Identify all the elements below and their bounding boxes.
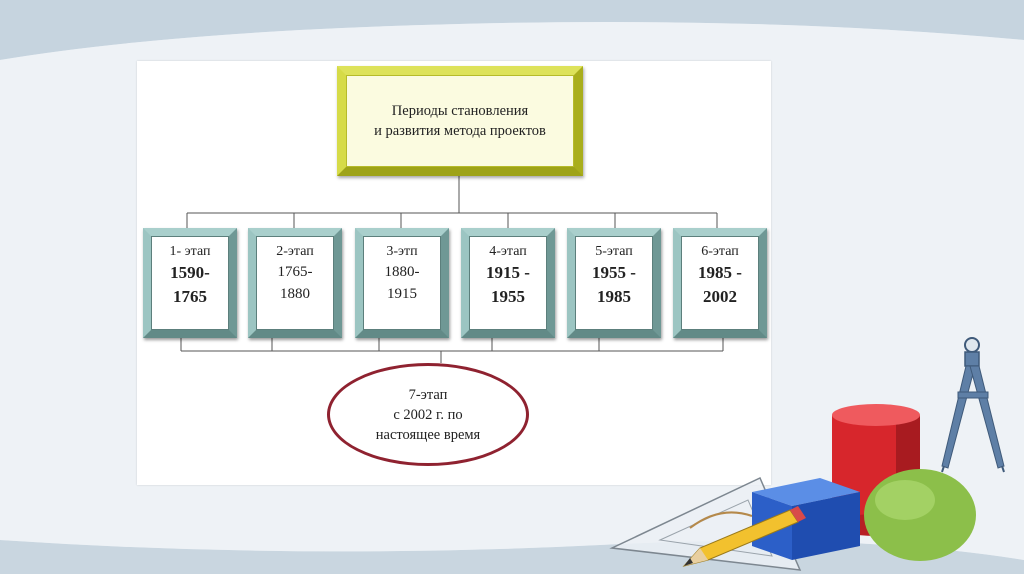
final-stage-line-1: 7-этап xyxy=(409,385,448,405)
final-stage-oval: 7-этап с 2002 г. по настоящее время xyxy=(327,363,529,466)
stage-years-end: 1915 xyxy=(364,283,440,305)
stage-name: 6-этап xyxy=(682,243,758,261)
stage-years-end: 1765 xyxy=(152,285,228,309)
stage-years-start: 1915 - xyxy=(470,261,546,285)
stage-years-end: 2002 xyxy=(682,285,758,309)
stage-years-end: 1955 xyxy=(470,285,546,309)
stage-years-start: 1880- xyxy=(364,261,440,283)
stage-box-3: 3-этп 1880- 1915 xyxy=(355,228,449,338)
stage-name: 3-этп xyxy=(364,243,440,261)
final-stage-line-2: с 2002 г. по xyxy=(393,405,462,425)
stage-years-start: 1765- xyxy=(257,261,333,283)
stage-years-end: 1880 xyxy=(257,283,333,305)
title-box: Периоды становления и развития метода пр… xyxy=(337,66,583,176)
stage-box-1: 1- этап 1590- 1765 xyxy=(143,228,237,338)
stage-box-4: 4-этап 1915 - 1955 xyxy=(461,228,555,338)
stage-years-start: 1985 - xyxy=(682,261,758,285)
stage-name: 4-этап xyxy=(470,243,546,261)
stage-name: 2-этап xyxy=(257,243,333,261)
stage-box-5: 5-этап 1955 - 1985 xyxy=(567,228,661,338)
stage-name: 1- этап xyxy=(152,243,228,261)
stage-name: 5-этап xyxy=(576,243,652,261)
stage-years-end: 1985 xyxy=(576,285,652,309)
stage-box-2: 2-этап 1765- 1880 xyxy=(248,228,342,338)
title-line-2: и развития метода проектов xyxy=(374,121,546,141)
stage-box-6: 6-этап 1985 - 2002 xyxy=(673,228,767,338)
final-stage-line-3: настоящее время xyxy=(376,425,480,445)
stage-years-start: 1590- xyxy=(152,261,228,285)
diagram-panel: Периоды становления и развития метода пр… xyxy=(137,61,771,485)
title-line-1: Периоды становления xyxy=(392,101,528,121)
stage-years-start: 1955 - xyxy=(576,261,652,285)
